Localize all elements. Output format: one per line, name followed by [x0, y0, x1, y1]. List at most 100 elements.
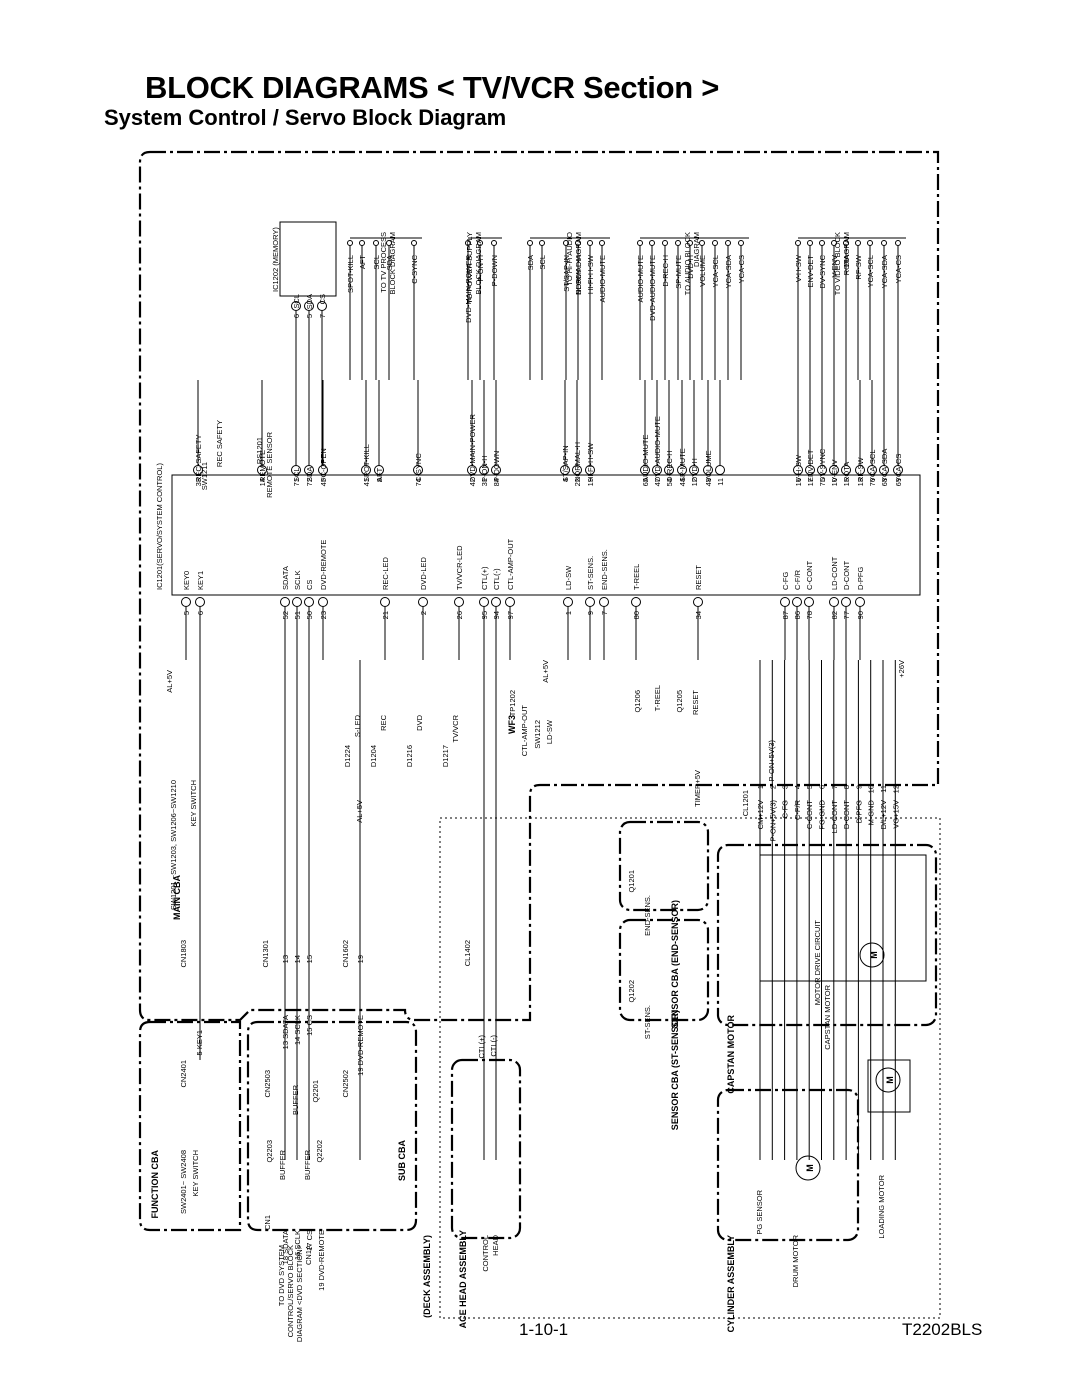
output-terminal	[867, 240, 873, 246]
output-terminal	[843, 240, 849, 246]
capstan-pin-name: FG-GND	[818, 799, 827, 829]
pin-name-yca-cs: YCA-CS	[894, 454, 903, 482]
ic1202-box	[279, 221, 337, 297]
ic1201-pin-48	[703, 465, 713, 475]
pin-number: 84	[492, 478, 501, 486]
to-dvd-label: CN1A	[304, 1245, 313, 1265]
ic1201-pin-23	[318, 597, 328, 607]
ic1201-pin-14	[257, 465, 267, 475]
ic1201-pin-44	[677, 465, 687, 475]
output-destination: TO AUDIO BLOCK	[683, 232, 692, 295]
sub-pin: 13 SDATA	[281, 1015, 290, 1049]
function-cba-label: FUNCTION CBA	[150, 1150, 160, 1219]
sw1211-label: SW1211	[200, 462, 209, 490]
output-signal: V-ENV	[830, 255, 839, 278]
output-terminal	[712, 240, 718, 246]
pin-number: 17	[806, 478, 815, 486]
ic1201-pin-7	[599, 597, 609, 607]
output-terminal	[347, 240, 353, 246]
pin-number: 47	[653, 478, 662, 486]
output-signal: V-H-SW	[794, 254, 803, 282]
ic1202-pin-name: SDA	[305, 294, 314, 309]
output-signal: ROTA	[842, 255, 851, 275]
ic1201-pin-13	[855, 465, 865, 475]
pin-name-c-fg: C-FG	[781, 572, 790, 590]
pin-name-dvd-led: DVD-LED	[419, 556, 428, 590]
pin-name-c-cont: C-CONT	[805, 560, 814, 590]
sub-pin: 15 CS	[305, 1015, 314, 1036]
ic1202-label: IC1202 (MEMORY)	[271, 227, 280, 292]
pin-name-ctl(+): CTL(+)	[480, 566, 489, 590]
pin-name-env-det: ENV-DET	[806, 449, 815, 482]
pin-number: 45	[319, 478, 328, 486]
pin-number: 86	[793, 611, 802, 619]
pg-sensor-label: PG SENSOR	[755, 1189, 764, 1234]
capstan-pin-name: LD-CONT	[830, 800, 839, 834]
q2203-label: Q2203	[265, 1140, 274, 1163]
output-signal: C-SYNC	[410, 254, 419, 283]
ic1201-pin-16	[793, 465, 803, 475]
capstan-pin-name: P-ON+5V(3)	[768, 800, 777, 842]
output-signal: AFT	[358, 255, 367, 270]
pin-name-volume: VOLUME	[704, 450, 713, 482]
capstan-pin-num: 2	[768, 785, 777, 789]
pin-name-rf-sw: RF-SW	[856, 457, 865, 482]
output-signal: RF-SW	[854, 254, 863, 279]
page-number: 1-10-1	[519, 1320, 569, 1339]
pin-number: 77	[842, 611, 851, 619]
end-sens-label: END-SENS.	[643, 895, 652, 936]
output-signal: AUDIO-MUTE	[598, 255, 607, 303]
pin-number: 44	[678, 478, 687, 486]
output-terminal	[491, 240, 497, 246]
ic1201-pin-86	[792, 597, 802, 607]
ic1201-pin-90	[855, 597, 865, 607]
output-destination: BLOCK DIAGRAM	[388, 232, 397, 295]
to-dvd-label: DIAGRAM <DVD SECTION>	[295, 1244, 304, 1342]
output-signal: DVD-MAIN-POWER	[464, 254, 473, 322]
ic1201-pin-50	[304, 597, 314, 607]
ic1201-pin-74	[413, 465, 423, 475]
motor-drive-label: MOTOR DRIVE CIRCUIT	[813, 920, 822, 1006]
pin-number: 48	[704, 478, 713, 486]
pin-name-ctl(-): CTL(-)	[492, 568, 501, 590]
led-name: S-LED	[353, 714, 362, 737]
capstan-pin-num: 1	[756, 785, 765, 789]
output-signal: YCA-SDA	[880, 255, 889, 288]
capstan-pin-name: C-FG	[781, 800, 790, 818]
output-signal: AUDIO-MUTE	[636, 255, 645, 303]
pin-number: 6	[292, 314, 301, 318]
ic1201-pin-34	[693, 597, 703, 607]
motor-drive-box	[759, 854, 927, 982]
pin-number: 95	[480, 611, 489, 619]
pin-name-yca-sda: YCA-SDA	[880, 449, 889, 482]
capstan-pin-num: 6	[818, 785, 827, 789]
output-terminal	[477, 240, 483, 246]
ic1201-pin-78	[804, 597, 814, 607]
pin-number: 51	[293, 611, 302, 619]
output-terminal	[699, 240, 705, 246]
ic1201-pin-6	[195, 597, 205, 607]
output-signal: SCL	[538, 255, 547, 270]
capstan-pin-name: M-GND	[867, 799, 876, 825]
output-terminal	[587, 240, 593, 246]
pin-name-yca-scl: YCA-SCL	[868, 449, 877, 482]
output-signal: YCA-SCL	[866, 255, 875, 288]
output-signal: YCA-CS	[894, 255, 903, 283]
control-head-label: HEAD	[491, 1234, 500, 1255]
led-name: DVD	[415, 714, 424, 730]
ic1201-pin-17	[805, 465, 815, 475]
output-terminal	[855, 240, 861, 246]
pin-number: 74	[414, 478, 423, 486]
ic1201-pin-54	[664, 465, 674, 475]
function-cba-outline	[138, 1020, 242, 1232]
ic1202-pin-CS	[317, 301, 327, 311]
output-signal: DVD-H	[686, 255, 695, 279]
output-terminal	[738, 240, 744, 246]
capstan-outline	[716, 843, 938, 1027]
pin-number: 41	[362, 478, 371, 486]
ic1201-pin-68	[879, 465, 889, 475]
ic1201-pin-42	[467, 465, 477, 475]
output-signal: YCA-SDA	[724, 255, 733, 288]
sensor-st-label: SENSOR CBA (ST-SENSOR)	[670, 1010, 680, 1130]
ic1201-pin-82	[829, 597, 839, 607]
